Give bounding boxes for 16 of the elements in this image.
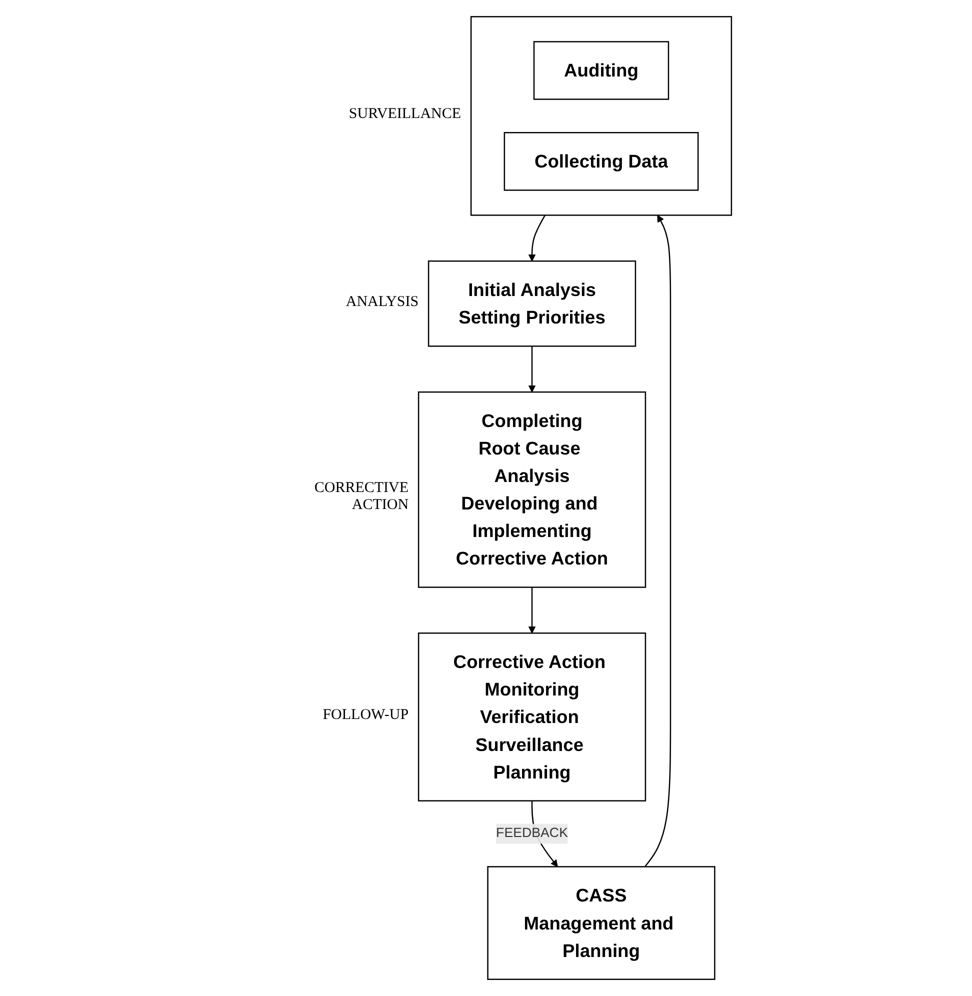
node-box: Collecting Data xyxy=(504,132,699,191)
node-box: Initial Analysis Setting Priorities xyxy=(428,260,636,347)
arrow xyxy=(528,346,536,392)
node-box: CASS Management and Planning xyxy=(487,866,716,980)
arrow xyxy=(528,214,546,262)
arrow xyxy=(644,214,672,868)
stage-label: FOLLOW-UP xyxy=(322,706,409,724)
cluster xyxy=(470,16,732,216)
stage-label: CORRECTIVE ACTION xyxy=(313,480,409,514)
edge-label: FEEDBACK xyxy=(496,826,568,840)
stage-label: ANALYSIS xyxy=(344,294,419,311)
node-box: Corrective Action Monitoring Verification Surveillance Planning xyxy=(418,632,646,802)
stage-label: SURVEILLANCE xyxy=(348,106,462,123)
arrow xyxy=(528,587,536,634)
node-box: Auditing xyxy=(533,41,670,100)
node-box: Completing Root Cause Analysis Developing and Implementing Corrective Action xyxy=(418,391,646,588)
